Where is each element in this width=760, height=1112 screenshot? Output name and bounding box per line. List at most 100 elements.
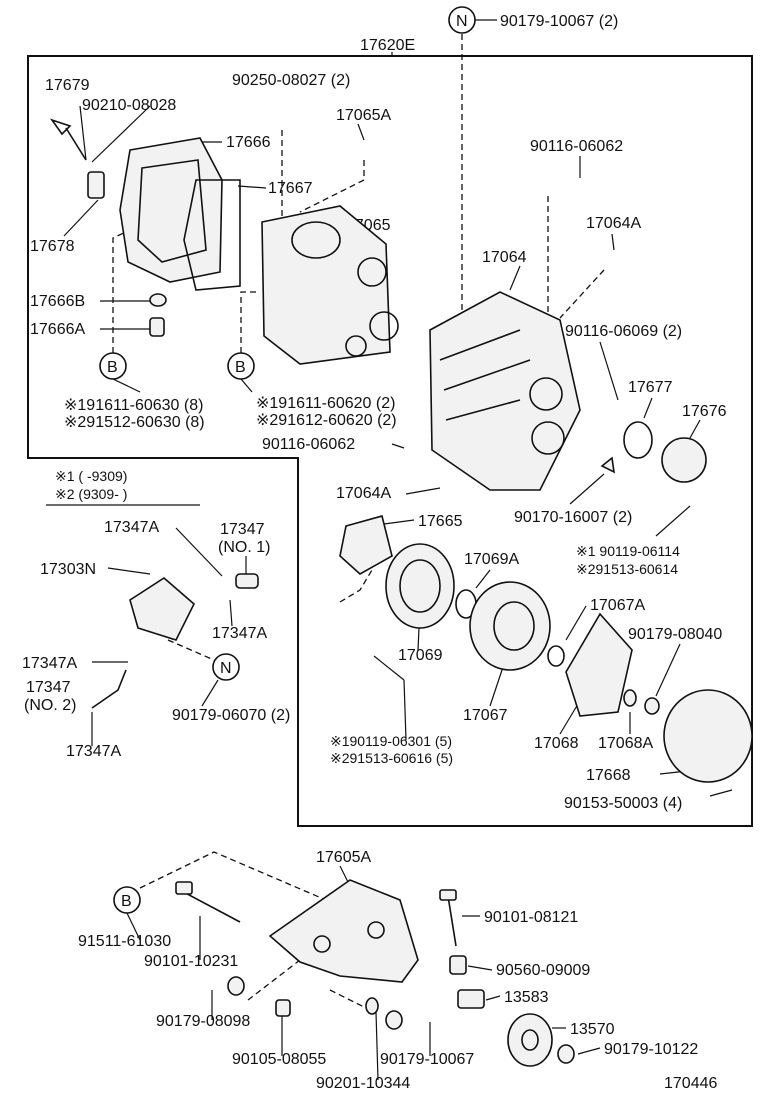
label-17665: 17665 — [418, 513, 463, 530]
label-17347-no1-sub: (NO. 1) — [218, 539, 270, 556]
part-17666-housing — [119, 137, 223, 283]
part-17303N-bracket — [129, 577, 195, 641]
part-13570-idler — [507, 1013, 553, 1067]
part-90105-08055 — [275, 999, 291, 1017]
label-90201-10344: 90201-10344 — [316, 1075, 410, 1092]
label-17064A-mid: 17064A — [336, 485, 391, 502]
part-90201-10344 — [365, 997, 379, 1015]
part-90101-08121-bolt — [439, 889, 457, 947]
part-17679-bolt — [49, 118, 87, 161]
part-17347-no2-hose — [91, 669, 127, 709]
label-170446: 170446 — [664, 1075, 717, 1092]
label-17069A: 17069A — [464, 551, 519, 568]
label-17303N: 17303N — [40, 561, 96, 578]
label-90560-09009: 90560-09009 — [496, 962, 590, 979]
part-17069-field-coil — [385, 543, 455, 629]
label-90101-08121: 90101-08121 — [484, 909, 578, 926]
label-17347-no2-sub: (NO. 2) — [24, 697, 76, 714]
label-90210-08028: 90210-08028 — [82, 97, 176, 114]
part-17676-cover — [661, 437, 707, 483]
label-90179-08040: 90179-08040 — [628, 626, 722, 643]
b-marker-left-label: B — [107, 359, 118, 376]
part-90101-10231-bolt — [175, 881, 241, 923]
label-17064A-top: 17064A — [586, 215, 641, 232]
label-17667: 17667 — [268, 180, 313, 197]
label-17067: 17067 — [463, 707, 508, 724]
part-90179-10067 — [385, 1010, 403, 1030]
label-17065A: 17065A — [336, 107, 391, 124]
part-17668-plate — [663, 689, 753, 783]
label-1-90119-06114: ※1 90119-06114 — [576, 543, 680, 559]
part-17067-pulley — [469, 581, 551, 671]
label-17069: 17069 — [398, 647, 443, 664]
label-90116-06062-top: 90116-06062 — [530, 138, 623, 155]
part-13583 — [457, 989, 485, 1009]
label-191611-60630: ※191611-60630 (8) — [64, 397, 203, 414]
part-17677-gasket — [623, 421, 653, 459]
part-17666A — [149, 317, 165, 337]
label-17347A-4: 17347A — [66, 743, 121, 760]
b-marker-bottom-label: B — [121, 893, 132, 910]
label-17068A: 17068A — [598, 735, 653, 752]
label-291512-60630: ※291512-60630 (8) — [64, 414, 205, 431]
label-17666: 17666 — [226, 134, 271, 151]
dashed-links — [112, 130, 605, 1011]
label-190119-06301: ※190119-06301 (5) — [330, 733, 452, 749]
label-17620E: 17620E — [360, 37, 415, 54]
label-17347A-2: 17347A — [212, 625, 267, 642]
label-17676: 17676 — [682, 403, 727, 420]
label-90170-16007: 90170-16007 (2) — [514, 509, 632, 526]
part-17665-coil-body — [339, 515, 393, 575]
part-90170-16007 — [600, 456, 616, 474]
part-17666B — [149, 293, 167, 307]
label-90116-06069: 90116-06069 (2) — [565, 323, 682, 340]
part-17678-valve — [87, 171, 105, 199]
callouts: N 90179-10067 (2) 17620E 17679 90210-080… — [22, 6, 727, 1092]
part-17067A-snap-ring — [547, 645, 565, 667]
label-291513-60616: ※291513-60616 (5) — [330, 750, 453, 766]
n-marker-top-label: N — [456, 13, 468, 30]
label-17347-no2: 17347 — [26, 679, 71, 696]
label-90116-06062-mid: 90116-06062 — [262, 436, 355, 453]
part-90179-08040 — [644, 697, 660, 715]
part-90560-09009 — [449, 955, 467, 975]
leader-lines — [63, 105, 733, 1081]
label-91511-61030: 91511-61030 — [78, 933, 171, 950]
part-17068A — [623, 689, 637, 707]
label-17605A: 17605A — [316, 849, 371, 866]
assembly-frame — [27, 55, 753, 827]
part-90179-08098 — [227, 976, 245, 996]
label-17666B: 17666B — [30, 293, 85, 310]
label-17064: 17064 — [482, 249, 527, 266]
label-17678: 17678 — [30, 238, 75, 255]
n-marker-mid — [212, 653, 240, 681]
part-17068-hub — [565, 612, 633, 717]
note-1: ※1 ( -9309) — [55, 468, 127, 484]
label-17677: 17677 — [628, 379, 673, 396]
part-17667-gasket — [183, 179, 241, 291]
label-191611-60620: ※191611-60620 (2) — [256, 395, 395, 412]
label-17347A-1: 17347A — [104, 519, 159, 536]
label-17347-no1: 17347 — [220, 521, 265, 538]
label-2-91513-60614: ※291513-60614 — [576, 561, 678, 577]
label-17068: 17068 — [534, 735, 579, 752]
part-17347-valve — [235, 573, 259, 589]
label-90179-08098: 90179-08098 — [156, 1013, 250, 1030]
label-90250-08027: 90250-08027 (2) — [232, 72, 350, 89]
label-90179-10122: 90179-10122 — [604, 1041, 698, 1058]
part-17064-housing — [429, 291, 581, 491]
label-17067A: 17067A — [590, 597, 645, 614]
label-90153-50003: 90153-50003 (4) — [564, 795, 682, 812]
label-90179-06070: 90179-06070 (2) — [172, 707, 290, 724]
label-90179-10067: 90179-10067 — [380, 1051, 474, 1068]
label-13570: 13570 — [570, 1021, 615, 1038]
label-17668: 17668 — [586, 767, 631, 784]
label-17666A: 17666A — [30, 321, 85, 338]
label-13583: 13583 — [504, 989, 549, 1006]
n-marker-mid-label: N — [220, 660, 232, 677]
part-90179-10122 — [557, 1044, 575, 1064]
label-90101-10231: 90101-10231 — [144, 953, 238, 970]
b-marker-mid-label: B — [235, 359, 246, 376]
